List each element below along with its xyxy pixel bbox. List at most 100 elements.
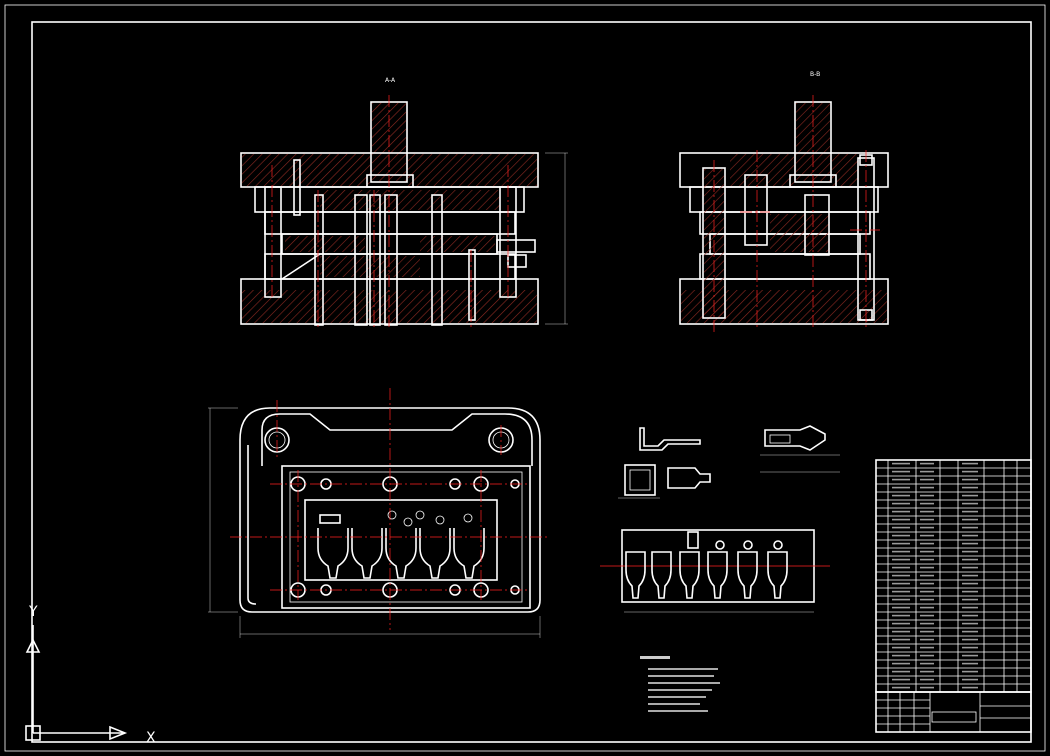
bom-cell-text (962, 494, 978, 497)
bom-cell-text (962, 486, 978, 489)
bom-cell-text (920, 614, 934, 617)
part-detail-views (618, 425, 840, 499)
bom-cell-text (892, 686, 910, 689)
bom-cell-text (892, 566, 910, 569)
bill-of-materials (875, 459, 1032, 693)
bom-cell-text (920, 686, 934, 689)
bom-cell-text (962, 510, 978, 513)
bom-cell-text (892, 582, 910, 585)
bom-cell-text (892, 518, 910, 521)
side-view-label: B-B (810, 71, 820, 78)
bom-cell-text (920, 654, 934, 657)
bom-cell-text (962, 686, 978, 689)
bom-cell-text (962, 630, 978, 633)
bom-cell-text (892, 662, 910, 665)
bom-cell-text (892, 638, 910, 641)
strip-layout (600, 529, 830, 613)
bom-cell-text (962, 614, 978, 617)
bom-cell-text (962, 670, 978, 673)
bom-cell-text (920, 558, 934, 561)
bom-cell-text (920, 502, 934, 505)
bom-cell-text (920, 542, 934, 545)
bom-cell-text (920, 574, 934, 577)
bom-cell-text (892, 526, 910, 529)
bom-cell-text (962, 662, 978, 665)
bom-cell-text (962, 518, 978, 521)
bom-cell-text (962, 558, 978, 561)
bom-cell-text (962, 574, 978, 577)
bom-cell-text (892, 574, 910, 577)
bom-cell-text (920, 478, 934, 481)
bom-cell-text (892, 542, 910, 545)
bom-cell-text (892, 550, 910, 553)
side-section-view: B-B (679, 71, 889, 335)
bom-cell-text (920, 462, 934, 465)
bom-cell-text (920, 670, 934, 673)
bom-cell-text (892, 470, 910, 473)
bom-cell-text (920, 518, 934, 521)
bom-cell-text (962, 590, 978, 593)
bom-cell-text (892, 606, 910, 609)
bom-cell-text (892, 598, 910, 601)
bom-cell-text (892, 654, 910, 657)
bom-cell-text (920, 582, 934, 585)
bom-cell-text (920, 494, 934, 497)
ucs-icon: Y X (25, 604, 156, 746)
title-block (875, 691, 1032, 733)
bom-cell-text (962, 526, 978, 529)
bom-cell-text (892, 630, 910, 633)
bom-cell-text (962, 646, 978, 649)
bom-cell-text (962, 534, 978, 537)
bom-cell-text (892, 646, 910, 649)
bom-cell-text (920, 598, 934, 601)
bom-cell-text (920, 590, 934, 593)
bom-cell-text (962, 654, 978, 657)
bom-cell-text (920, 550, 934, 553)
bom-cell-text (962, 598, 978, 601)
bom-cell-text (962, 470, 978, 473)
bom-cell-text (962, 542, 978, 545)
front-view-label: A-A (385, 77, 396, 84)
bom-cell-text (920, 534, 934, 537)
technical-notes (640, 656, 720, 712)
bom-cell-text (892, 558, 910, 561)
bom-cell-text (962, 622, 978, 625)
bom-cell-text (892, 478, 910, 481)
bom-cell-text (892, 678, 910, 681)
bom-cell-text (920, 646, 934, 649)
bom-cell-text (892, 534, 910, 537)
bom-cell-text (892, 622, 910, 625)
bom-cell-text (892, 670, 910, 673)
bom-cell-text (920, 678, 934, 681)
ucs-x-label: X (146, 730, 156, 746)
bom-cell-text (892, 590, 910, 593)
bom-cell-text (962, 550, 978, 553)
bom-cell-text (962, 638, 978, 641)
bom-cell-text (962, 478, 978, 481)
bom-cell-text (920, 510, 934, 513)
drawing-frame (4, 4, 1046, 752)
bom-cell-text (962, 462, 978, 465)
bom-cell-text (920, 486, 934, 489)
bom-cell-text (920, 566, 934, 569)
bom-cell-text (920, 638, 934, 641)
bom-cell-text (920, 526, 934, 529)
bom-cell-text (892, 486, 910, 489)
bom-cell-text (962, 566, 978, 569)
bom-cell-text (962, 678, 978, 681)
bom-cell-text (920, 662, 934, 665)
plan-view (208, 388, 550, 638)
bom-cell-text (892, 502, 910, 505)
bom-cell-text (962, 582, 978, 585)
bom-cell-text (962, 606, 978, 609)
ucs-y-label: Y (28, 604, 38, 620)
bom-cell-text (892, 510, 910, 513)
bom-cell-text (920, 470, 934, 473)
bom-cell-text (892, 462, 910, 465)
bom-cell-text (892, 494, 910, 497)
bom-cell-text (920, 606, 934, 609)
bom-cell-text (920, 630, 934, 633)
bom-cell-text (962, 502, 978, 505)
bom-cell-text (920, 622, 934, 625)
